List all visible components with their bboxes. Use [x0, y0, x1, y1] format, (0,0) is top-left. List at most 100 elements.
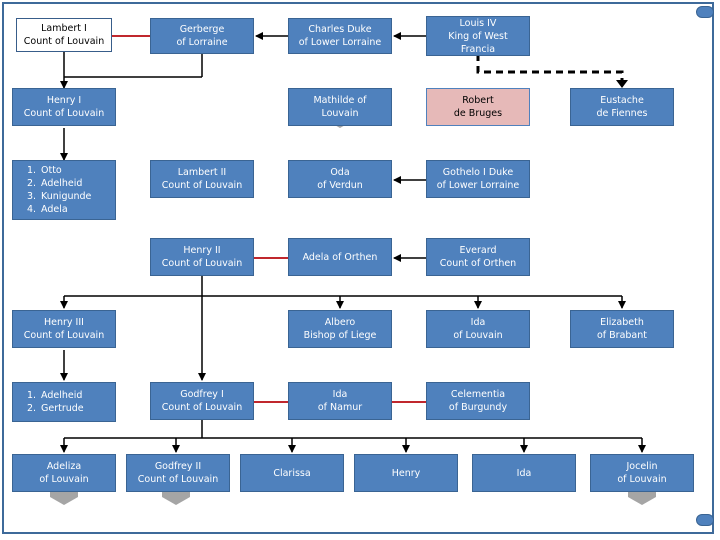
- name-line: Charles Duke: [308, 24, 372, 35]
- name-line: Godfrey I: [180, 389, 224, 400]
- title-line: of Namur: [317, 402, 363, 413]
- person-godfrey-ii: Godfrey II Count of Louvain: [126, 454, 230, 492]
- children-of-henry-i: 1.Otto 2. Adelheid 3. Kunigunde 4. Adela: [12, 160, 116, 220]
- children-list: 1.Otto 2. Adelheid 3. Kunigunde 4. Adela: [21, 164, 91, 216]
- person-jocelin: Jocelin of Louvain: [590, 454, 694, 492]
- list-item: 3. Kunigunde: [27, 190, 91, 203]
- continuation-arrow-adeliza: [50, 490, 78, 505]
- title-line: Count of Orthen: [439, 258, 517, 269]
- title-line: Count of Louvain: [161, 180, 243, 191]
- person-charles-duke: Charles Duke of Lower Lorraine: [288, 18, 392, 54]
- corner-ornament-top: [696, 6, 714, 18]
- name-line: Robert: [462, 95, 494, 106]
- child-name: Adela: [41, 204, 68, 215]
- list-item: 2. Gertrude: [27, 402, 84, 415]
- name-line: Henry III: [44, 317, 84, 328]
- list-number: 3.: [27, 191, 37, 202]
- list-item: 4. Adela: [27, 203, 91, 216]
- title-line: of Louvain: [617, 474, 667, 485]
- name-line: Henry: [391, 467, 421, 479]
- continuation-arrow-jocelin: [628, 490, 656, 505]
- person-henry-i: Henry I Count of Louvain: [12, 88, 116, 126]
- title-line: of Burgundy: [448, 402, 508, 413]
- name-line: Ida: [516, 467, 532, 479]
- children-of-henry-iii: 1. Adelheid 2. Gertrude: [12, 382, 116, 422]
- name-line: Henry II: [183, 245, 221, 256]
- name-line: Lambert I: [41, 23, 87, 34]
- title-line: Louvain: [321, 108, 359, 119]
- person-henry: Henry: [354, 454, 458, 492]
- person-adeliza: Adeliza of Louvain: [12, 454, 116, 492]
- children-list: 1. Adelheid 2. Gertrude: [21, 389, 84, 415]
- child-name: Gertrude: [41, 403, 84, 414]
- person-oda: Oda of Verdun: [288, 160, 392, 198]
- name-line: Gerberge: [179, 24, 225, 35]
- name-line: Adela of Orthen: [302, 251, 378, 263]
- name-line: Gothelo I Duke: [442, 167, 514, 178]
- title-line: de Bruges: [453, 108, 503, 119]
- person-adela-of-orthen: Adela of Orthen: [288, 238, 392, 276]
- person-henry-ii: Henry II Count of Louvain: [150, 238, 254, 276]
- title-line: of Verdun: [317, 180, 363, 191]
- name-line: Eustache: [600, 95, 644, 106]
- title-line: Count of Louvain: [161, 258, 243, 269]
- name-line: Mathilde of: [313, 95, 367, 106]
- person-robert: Robert de Bruges: [426, 88, 530, 126]
- list-number: 4.: [27, 204, 37, 215]
- name-line: Everard: [459, 245, 497, 256]
- person-lambert-ii: Lambert II Count of Louvain: [150, 160, 254, 198]
- child-name: Otto: [41, 165, 62, 176]
- name-line: Clarissa: [273, 467, 311, 479]
- name-line: Ida: [332, 389, 348, 400]
- name-line: Jocelin: [626, 461, 658, 472]
- person-clarissa: Clarissa: [240, 454, 344, 492]
- title-line: of Lower Lorraine: [298, 37, 382, 48]
- title-line: de Fiennes: [596, 108, 648, 119]
- name-line: Celementia: [450, 389, 506, 400]
- person-eustache: Eustache de Fiennes: [570, 88, 674, 126]
- person-celementia: Celementia of Burgundy: [426, 382, 530, 420]
- list-item: 2. Adelheid: [27, 177, 91, 190]
- name-line: Albero: [324, 317, 356, 328]
- corner-ornament-bottom: [696, 514, 714, 526]
- name-line: Lambert II: [177, 167, 227, 178]
- list-item: 1. Adelheid: [27, 389, 84, 402]
- title-line: of Brabant: [596, 330, 648, 341]
- name-line: Ida: [470, 317, 486, 328]
- title-line: Count of Louvain: [23, 330, 105, 341]
- person-gerberge: Gerberge of Lorraine: [150, 18, 254, 54]
- title-line: of Louvain: [39, 474, 89, 485]
- title-line: Francia: [460, 43, 496, 55]
- child-name: Adelheid: [41, 390, 83, 401]
- name-line: Henry I: [46, 95, 82, 106]
- name-line: Oda: [330, 167, 350, 178]
- list-number: 1.: [27, 390, 37, 401]
- name-line: Adeliza: [46, 461, 82, 472]
- list-number: 2.: [27, 403, 37, 414]
- title-line: of Lower Lorraine: [436, 180, 520, 191]
- child-name: Kunigunde: [41, 191, 92, 202]
- person-gothelo: Gothelo I Duke of Lower Lorraine: [426, 160, 530, 198]
- continuation-arrow-godfreyii: [162, 490, 190, 505]
- title-line: of Lorraine: [176, 37, 228, 48]
- title-line: King of West: [448, 30, 508, 42]
- person-ida-of-namur: Ida of Namur: [288, 382, 392, 420]
- person-mathilde: Mathilde of Louvain: [288, 88, 392, 126]
- person-henry-iii: Henry III Count of Louvain: [12, 310, 116, 348]
- name-line: Godfrey II: [154, 461, 202, 472]
- title-line: Count of Louvain: [137, 474, 219, 485]
- child-name: Adelheid: [41, 178, 83, 189]
- list-item: 1.Otto: [27, 164, 91, 177]
- title-line: Bishop of Liege: [303, 330, 377, 341]
- list-number: 2.: [27, 178, 37, 189]
- title-line: Count of Louvain: [23, 108, 105, 119]
- slide-frame: [2, 2, 714, 534]
